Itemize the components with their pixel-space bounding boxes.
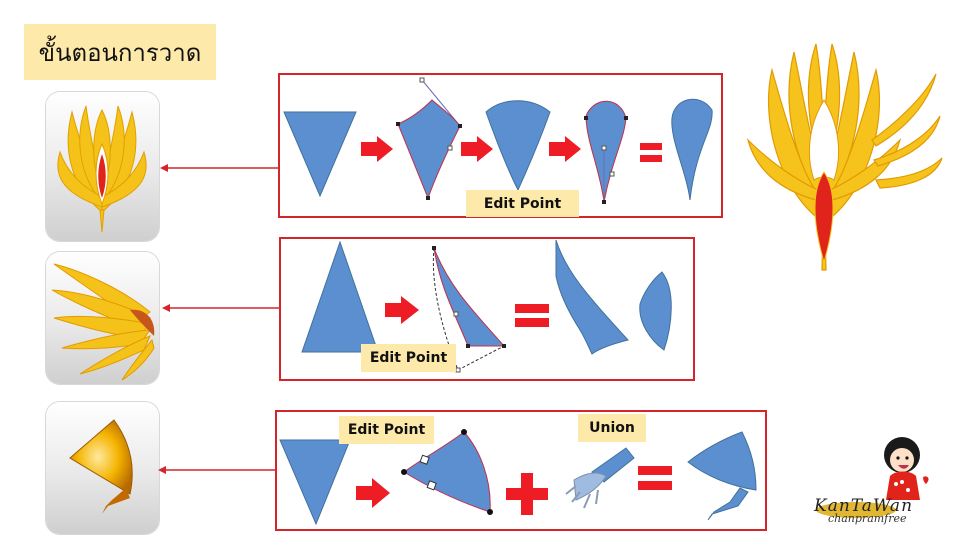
wing-thumbnail-icon: [51, 263, 155, 381]
connector-arrow-bird: [160, 164, 278, 172]
right-arrow-icon: [549, 136, 581, 162]
horn-result-shape: [555, 239, 629, 355]
connector-arrow-leg: [158, 466, 275, 474]
leg-thumbnail-icon: [69, 419, 133, 514]
right-arrow-icon: [361, 136, 393, 162]
edit-point-label-2: Edit Point: [361, 344, 456, 372]
inverted-triangle-shape: [279, 439, 351, 526]
slide-title: ขั้นตอนการวาด: [24, 24, 216, 80]
right-arrow-icon: [385, 296, 419, 324]
claw-shape: [565, 447, 635, 509]
bird-thumbnail-icon: [57, 105, 147, 233]
leg-result-shape: [687, 431, 757, 521]
edit-point-label-1: Edit Point: [466, 190, 579, 217]
edited-kite-shape: [396, 77, 462, 200]
right-arrow-icon: [461, 136, 493, 162]
connector-arrow-wing: [162, 304, 279, 312]
wing-thumbnail: [46, 252, 159, 384]
equals-icon: [638, 466, 672, 490]
logo-subtitle: chanpramfree: [828, 512, 907, 525]
curved-edit-shape: [432, 246, 506, 373]
edit-point-label-3: Edit Point: [339, 416, 434, 444]
equals-icon: [640, 143, 662, 162]
teardrop-edit-shape: [584, 100, 628, 204]
fan-edit-shape: [401, 429, 493, 515]
union-label: Union: [578, 414, 646, 442]
small-feather-shape: [639, 271, 672, 351]
rounded-kite-shape: [485, 100, 551, 192]
right-arrow-icon: [356, 478, 390, 508]
equals-icon: [515, 304, 549, 327]
logo-brand: KanTaWan: [814, 496, 914, 516]
bird-thumbnail: [46, 92, 159, 241]
phoenix-body-red: [814, 171, 834, 264]
triangle-shape: [283, 111, 357, 198]
phoenix-illustration-icon: [746, 43, 943, 271]
mascot-logo-icon: [816, 437, 929, 518]
tall-triangle-shape: [301, 240, 379, 353]
leg-thumbnail: [46, 402, 159, 534]
feather-result-shape: [671, 98, 713, 201]
plus-icon: [506, 473, 548, 515]
